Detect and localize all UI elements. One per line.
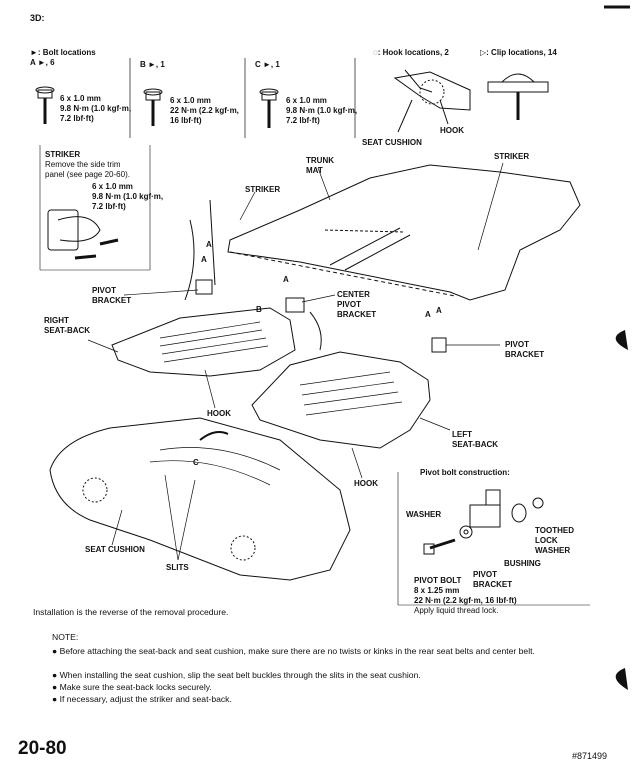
pivot-bracket-label-1: PIVOT [92,286,117,295]
bolt-group-b-label: B ►, 1 [140,60,165,69]
striker-bolt-torque: 9.8 N·m (1.0 kgf·m, [92,192,164,201]
pivot-bracket-detail-label-2: BRACKET [473,580,513,589]
bolt-b-size: 6 x 1.0 mm [170,96,211,105]
pivot-bracket-label-2: BRACKET [92,296,132,305]
toothed-lock-washer-label-1: TOOTHED [535,526,574,535]
note-heading: NOTE: [52,632,79,642]
figure-id: #871499 [572,751,608,761]
seat-cushion-label-top: SEAT CUSHION [362,138,422,147]
bolt-locations-legend: ►: Bolt locations [30,48,96,57]
pivot-bolt-size: 8 x 1.25 mm [414,586,460,595]
bolt-group-c-label: C ►, 1 [255,60,280,69]
hook-label-mid: HOOK [207,409,231,418]
pivot-construction-title: Pivot bolt construction: [420,468,510,477]
bolt-c-size: 6 x 1.0 mm [286,96,327,105]
striker-note-title: STRIKER [45,150,81,159]
bolt-b-icon [143,88,163,126]
pivot-bracket-detail-label-1: PIVOT [473,570,498,579]
left-seatback-label-1: LEFT [452,430,472,439]
note-item: ● If necessary, adjust the striker and s… [52,694,232,704]
pivot-bolt-label: PIVOT BOLT [414,576,462,585]
striker-note-line2: panel (see page 20-60). [45,170,130,179]
right-seatback-label-2: SEAT-BACK [44,326,91,335]
installation-text: Installation is the reverse of the remov… [33,607,229,617]
page-tag: 3D: [30,13,45,23]
letter-a-1: A [206,240,212,249]
trunk-mat-label-1: TRUNK [306,156,334,165]
striker-note-line1: Remove the side trim [45,160,121,169]
note-item: ● When installing the seat cushion, slip… [52,670,421,680]
note-item: ● Before attaching the seat-back and sea… [52,646,535,656]
washer-label: WASHER [406,510,442,519]
hook-label-top: HOOK [440,126,464,135]
striker-bolt-size: 6 x 1.0 mm [92,182,133,191]
bolt-a-torque-imperial: 7.2 lbf·ft) [60,114,94,123]
center-pivot-label-1: CENTER [337,290,370,299]
striker-bolt-torque-imperial: 7.2 lbf·ft) [92,202,126,211]
trunk-mat-label-2: MAT [306,166,323,175]
bolt-b-torque-imperial: 16 lbf·ft) [170,116,202,125]
right-seatback-label-1: RIGHT [44,316,69,325]
note-item: ● Make sure the seat-back locks securely… [52,682,212,692]
bolt-c-icon [259,88,279,128]
left-seatback-label-2: SEAT-BACK [452,440,499,449]
pivot-bolt-torque: 22 N·m (2.2 kgf·m, 16 lbf·ft) [414,596,517,605]
bolt-b-torque: 22 N·m (2.2 kgf·m, [170,106,239,115]
letter-a-5: A [436,306,442,315]
pivot-bracket-right-label-2: BRACKET [505,350,545,359]
bushing-label: BUSHING [504,559,541,568]
hook-locations-legend: ◌: Hook locations, 2 [373,48,449,57]
bolt-c-torque: 9.8 N·m (1.0 kgf·m, [286,106,358,115]
letter-b: B [256,305,262,314]
letter-a-4: A [425,310,431,319]
center-pivot-label-3: BRACKET [337,310,377,319]
bolt-a-size: 6 x 1.0 mm [60,94,101,103]
striker-label-right: STRIKER [494,152,530,161]
pivot-bolt-note: Apply liquid thread lock. [414,606,499,615]
seat-cushion-label-low: SEAT CUSHION [85,545,145,554]
bolt-a-torque: 9.8 N·m (1.0 kgf·m, [60,104,132,113]
center-pivot-label-2: PIVOT [337,300,362,309]
page-number: 20-80 [18,738,67,759]
letter-c: C [193,458,199,467]
clip-locations-legend: ▷: Clip locations, 14 [480,48,557,57]
hook-label-low: HOOK [354,479,378,488]
letter-a-2: A [201,255,207,264]
toothed-lock-washer-label-3: WASHER [535,546,571,555]
pivot-bracket-right-label-1: PIVOT [505,340,530,349]
toothed-lock-washer-label-2: LOCK [535,536,558,545]
bolt-group-a-label: A ►, 6 [30,58,55,67]
slits-label: SLITS [166,563,189,572]
bolt-a-icon [35,86,55,124]
letter-a-3: A [283,275,289,284]
striker-label-center: STRIKER [245,185,281,194]
bolt-c-torque-imperial: 7.2 lbf·ft) [286,116,320,125]
